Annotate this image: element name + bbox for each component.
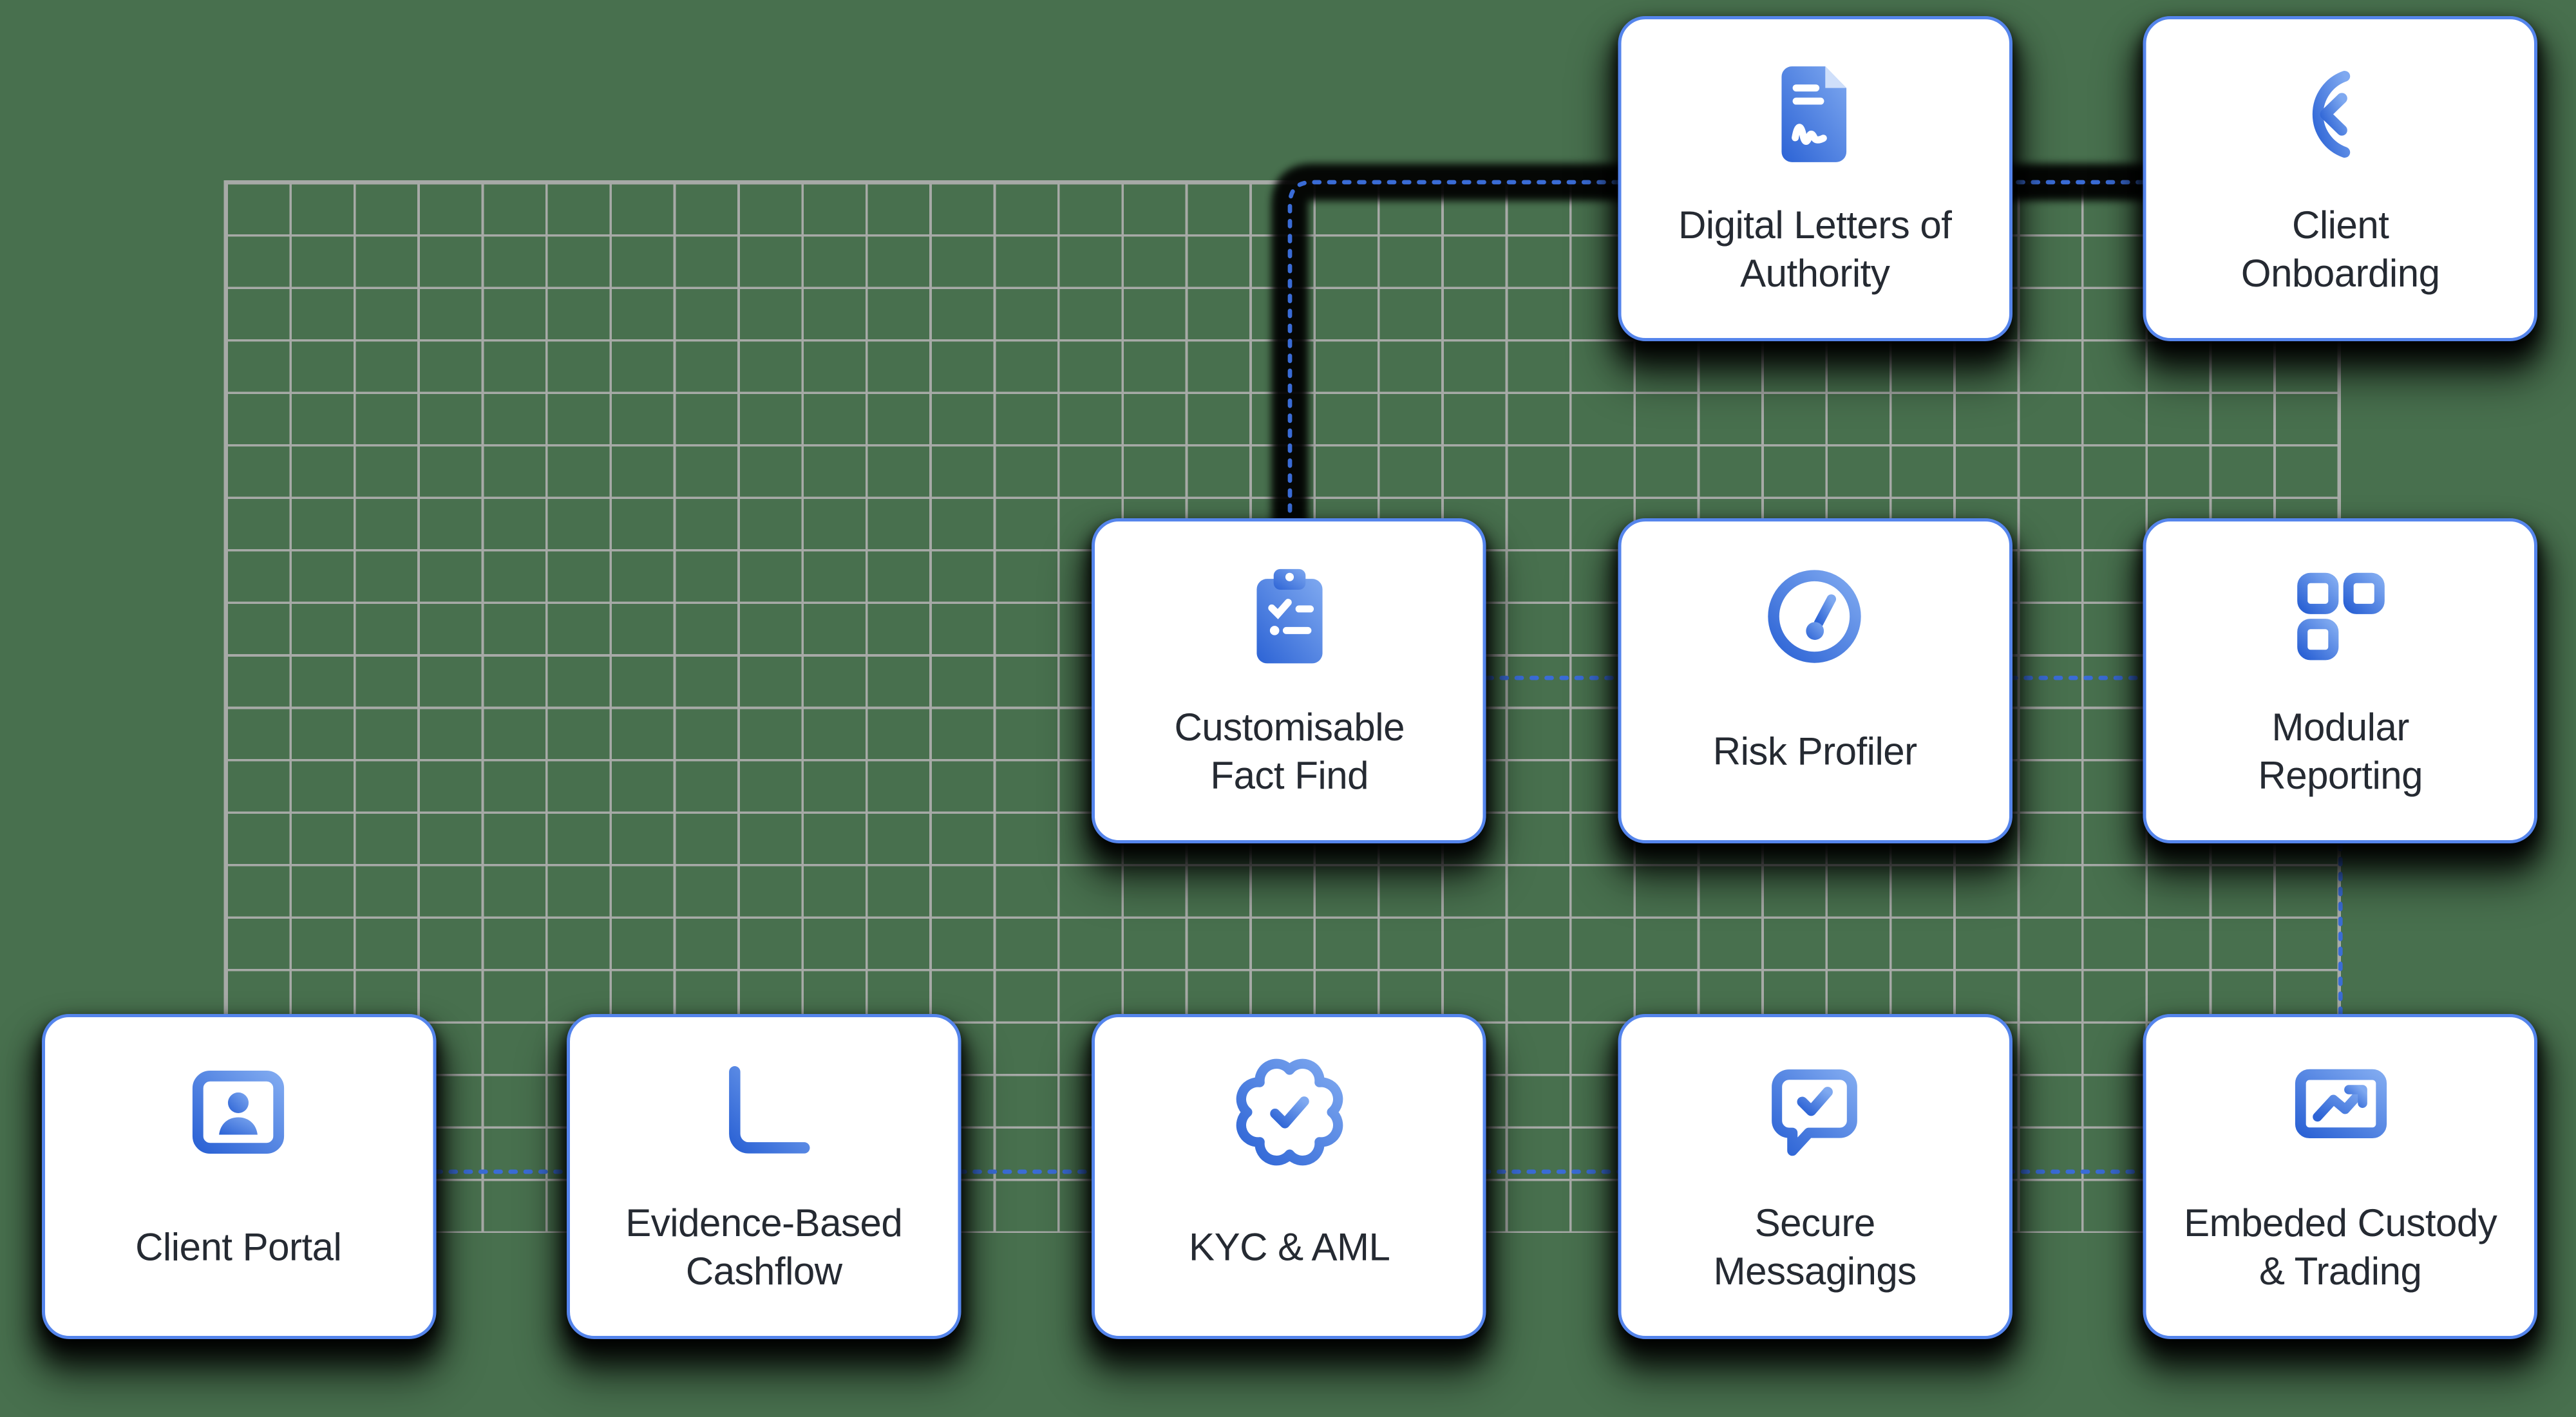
card-label: KYC & AML xyxy=(1189,1226,1390,1270)
document-signature-icon xyxy=(1621,59,2009,171)
verified-badge-icon xyxy=(1095,1056,1484,1169)
card-embeded-custody-trading: Embeded Custody& Trading xyxy=(2143,1014,2538,1340)
card-client-portal: Client Portal xyxy=(41,1014,436,1340)
monitor-trend-icon xyxy=(2146,1056,2535,1169)
clipboard-checklist-icon xyxy=(1095,561,1484,673)
gauge-icon xyxy=(1621,561,2009,673)
modules-plus-icon xyxy=(2146,561,2535,673)
contact-card-icon xyxy=(44,1056,433,1169)
message-check-icon xyxy=(1621,1056,2009,1169)
card-kyc-aml: KYC & AML xyxy=(1092,1014,1487,1340)
login-arrow-icon xyxy=(2146,59,2535,171)
card-label: Client Portal xyxy=(135,1226,342,1270)
connector-fact-find-to-onboarding xyxy=(1287,180,2145,522)
card-label: Embeded Custody& Trading xyxy=(2184,1201,2497,1295)
card-risk-profiler: Risk Profiler xyxy=(1617,518,2012,844)
card-label: Risk Profiler xyxy=(1712,731,1917,774)
bar-chart-icon xyxy=(570,1056,958,1169)
